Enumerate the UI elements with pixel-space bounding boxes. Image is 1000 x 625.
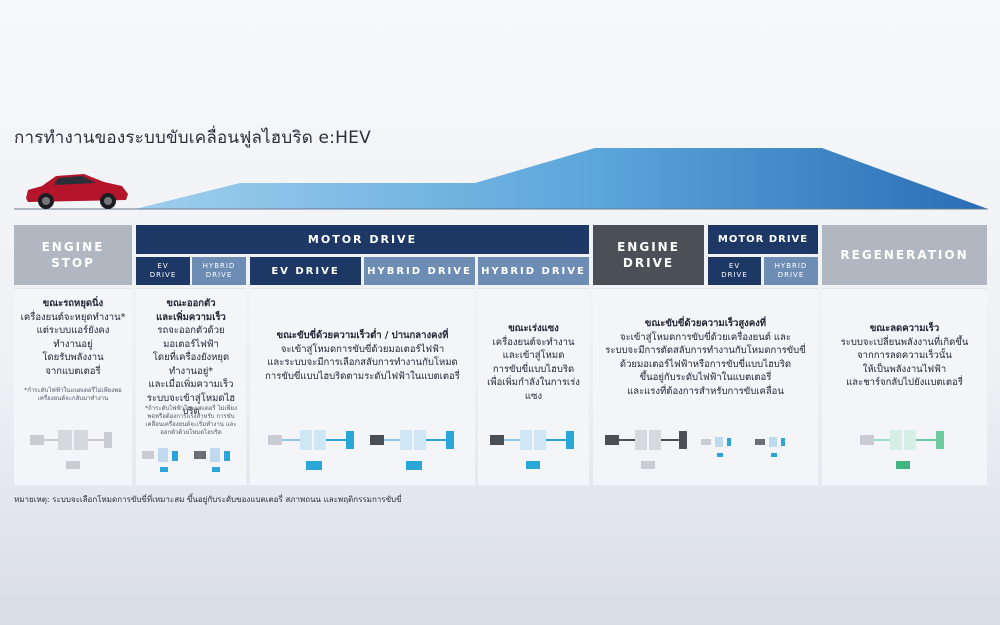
panel-line: เพื่อเพิ่มกำลังในการเร่งแซง: [487, 377, 580, 402]
panel-line: ทำงานอยู่*: [168, 365, 214, 377]
panel-line: จะเข้าสู่โหมดการขับขี่ด้วยเครื่องยนต์ แล…: [620, 331, 791, 343]
panel-line: มอเตอร์ไฟฟ้า: [163, 338, 219, 350]
panel-line: จะเข้าสู่โหมดการขับขี่ด้วยมอเตอร์ไฟฟ้า: [280, 343, 445, 355]
engine-stop-header: ENGINE STOP: [14, 225, 132, 285]
footnote: หมายเหตุ: ระบบจะเลือกโหมดการขับขี่ที่เหม…: [14, 495, 402, 504]
panel-line: ขึ้นอยู่กับระดับไฟฟ้าในแบตเตอรี่: [639, 372, 772, 383]
panel-heading: และเพิ่มความเร็ว: [156, 311, 226, 323]
panel-heading: ขณะลดความเร็ว: [869, 323, 940, 334]
panel-line: และแรงที่ต้องการสำหรับการขับเคลื่อน: [627, 385, 784, 397]
panel-note: *กำระดับไฟฟ้าในแบตเตอรี่ไม่เพียงพอ เครื่…: [24, 387, 122, 402]
panel-heading: ขณะขับขี่ด้วยความเร็วต่ำ / ปานกลางคงที่: [276, 330, 449, 341]
low-speed-panel: ขณะขับขี่ด้วยความเร็วต่ำ / ปานกลางคงที่ …: [250, 288, 475, 485]
panel-line: และชาร์จกลับไปยังแบตเตอรี่: [846, 377, 963, 388]
panel-line: ระบบจะเข้าสู่โหมดไฮบริด: [146, 392, 236, 418]
panel-heading: ขณะขับขี่ด้วยความเร็วสูงคงที่: [644, 318, 767, 329]
engine-stop-panel: ขณะรถหยุดนิ่ง เครื่องยนต์จะหยุดทำงาน* แต…: [14, 288, 132, 485]
road-profile: [14, 148, 988, 210]
page-title: การทำงานของระบบขับเคลื่อนฟูลไฮบริด e:HEV: [14, 128, 371, 148]
regeneration-header: REGENERATION: [822, 225, 987, 285]
panel-line: รถจะออกตัวด้วย: [157, 325, 225, 336]
panel-line: ให้เป็นพลังงานไฟฟ้า: [862, 363, 947, 375]
drivetrain-icon: [605, 430, 785, 469]
panel-line: และเข้าสู่โหมด: [502, 350, 565, 361]
panel-line: ระบบจะมีการตัดสลับการทำงานกับโหมดการขับข…: [605, 345, 806, 356]
panel-note: *ถ้าระดับไฟฟ้าในแบตเตอรี่ ไม่เพียงพอหรือ…: [145, 405, 237, 436]
panel-line: จากแบตเตอรี่: [45, 365, 101, 377]
ev-drive-small-header-2: EV DRIVE: [708, 257, 761, 285]
hybrid-drive-small-header-2: HYBRID DRIVE: [764, 257, 818, 285]
drivetrain-icon: [490, 430, 574, 469]
panel-line: แต่ระบบแอร์ยังคง: [36, 325, 110, 336]
panel-line: จากการลดความเร็วนั้น: [857, 350, 952, 361]
panel-line: ระบบจะเปลี่ยนพลังงานที่เกิดขึ้น: [840, 336, 969, 348]
panel-heading: ขณะรถหยุดนิ่ง: [42, 298, 104, 309]
regeneration-panel: ขณะลดความเร็ว ระบบจะเปลี่ยนพลังงานที่เกิ…: [822, 288, 987, 485]
panel-line: โดยรับพลังงาน: [42, 352, 104, 363]
drivetrain-icon: [268, 430, 454, 470]
panel-line: การขับขี่แบบไฮบริด: [492, 363, 575, 375]
hybrid-drive-header-1: HYBRID DRIVE: [364, 257, 475, 285]
panel-line: การขับขี่แบบไฮบริดตามระดับไฟฟ้าในแบตเตอร…: [265, 370, 460, 382]
motor-drive-header: MOTOR DRIVE: [136, 225, 589, 254]
drivetrain-icon: [860, 430, 944, 469]
motor-drive-header-2: MOTOR DRIVE: [708, 225, 818, 254]
hybrid-drive-header-2: HYBRID DRIVE: [478, 257, 589, 285]
drivetrain-icon: [30, 430, 112, 469]
overtake-panel: ขณะเร่งแซง เครื่องยนต์จะทำงาน และเข้าสู่…: [478, 288, 589, 485]
panel-line: โดยที่เครื่องยังหยุด: [152, 352, 230, 363]
panel-line: ด้วยมอเตอร์ไฟฟ้าหรือการขับขี่แบบไฮบริด: [619, 358, 792, 370]
panel-line: ทำงานอยู่: [53, 338, 93, 350]
ev-drive-header: EV DRIVE: [250, 257, 361, 285]
car-icon: [26, 174, 128, 209]
hybrid-drive-small-header-1: HYBRID DRIVE: [192, 257, 246, 285]
panel-heading: ขณะเร่งแซง: [508, 323, 559, 334]
high-speed-panel: ขณะขับขี่ด้วยความเร็วสูงคงที่ จะเข้าสู่โ…: [593, 288, 818, 485]
ev-drive-small-header-1: EV DRIVE: [136, 257, 190, 285]
panel-heading: ขณะออกตัว: [166, 298, 216, 309]
panel-line: เครื่องยนต์จะทำงาน: [492, 336, 575, 348]
engine-drive-header: ENGINE DRIVE: [593, 225, 704, 285]
panel-line: และเมื่อเพิ่มความเร็ว: [148, 379, 234, 390]
drivetrain-icon: [142, 448, 230, 472]
panel-line: เครื่องยนต์จะหยุดทำงาน*: [20, 311, 126, 323]
panel-line: และระบบจะมีการเลือกสลับการทำงานกับโหมด: [267, 357, 458, 368]
